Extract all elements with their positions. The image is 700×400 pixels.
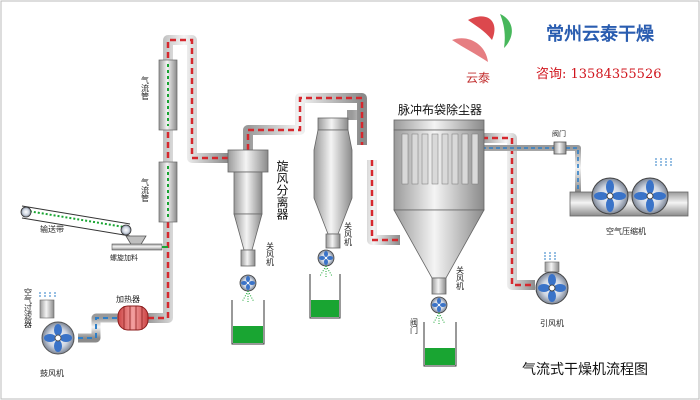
product-bin-3 [423,322,457,367]
blower-label: 鼓风机 [40,368,64,378]
consult-phone: 咨询: 13584355526 [536,67,662,82]
air-compressor-label: 空气压缩机 [606,226,646,236]
product-bin-2 [309,274,341,319]
blower [39,299,75,355]
cyclone-label: 旋风分离器 [275,160,289,221]
air-duct-upper-label: 气流管 [141,75,150,101]
airlock-1 [239,274,257,303]
valve-top-label: 阀门 [552,129,566,138]
company-logo: 云泰 [452,14,512,85]
logo-text: 云泰 [466,71,490,85]
diagram-title: 气流式干燥机流程图 [522,362,648,378]
air-compressor [569,177,689,217]
valve-top [553,141,567,155]
air-duct-upper [158,59,178,131]
screw-feeder [111,235,168,251]
exhaust-arrows-icon [544,252,556,260]
bag-filter-label: 脉冲布袋除尘器 [398,102,482,117]
conveyor [20,205,132,237]
airlock-2-label: 关风机 [344,221,353,247]
induced-fan-label: 引风机 [540,318,564,328]
compressor-exhaust-icon [655,158,672,166]
airlock-3 [430,296,448,325]
cyclone-separator [227,149,269,267]
product-bin-1 [231,300,265,345]
airlock-2 [317,249,335,277]
airlock-1-label: 关风机 [266,241,275,267]
air-filter-label: 空气过滤器 [24,287,33,329]
airlock-3-label: 关风机 [456,265,465,291]
conveyor-label: 输送带 [40,224,64,234]
air-duct-lower [158,161,178,223]
induced-fan [535,261,569,305]
screw-feeder-label: 螺旋加料 [110,253,138,262]
air-duct-lower-label: 气流管 [141,177,150,203]
valve-bottom-label: 阀门 [410,318,419,335]
pulse-bag-filter [393,119,485,295]
air-inlet-arrows-icon [39,292,56,298]
secondary-cyclone [313,117,353,249]
heater [117,305,149,331]
company-name: 常州云泰干燥 [546,23,655,45]
heater-label: 加热器 [116,294,140,304]
